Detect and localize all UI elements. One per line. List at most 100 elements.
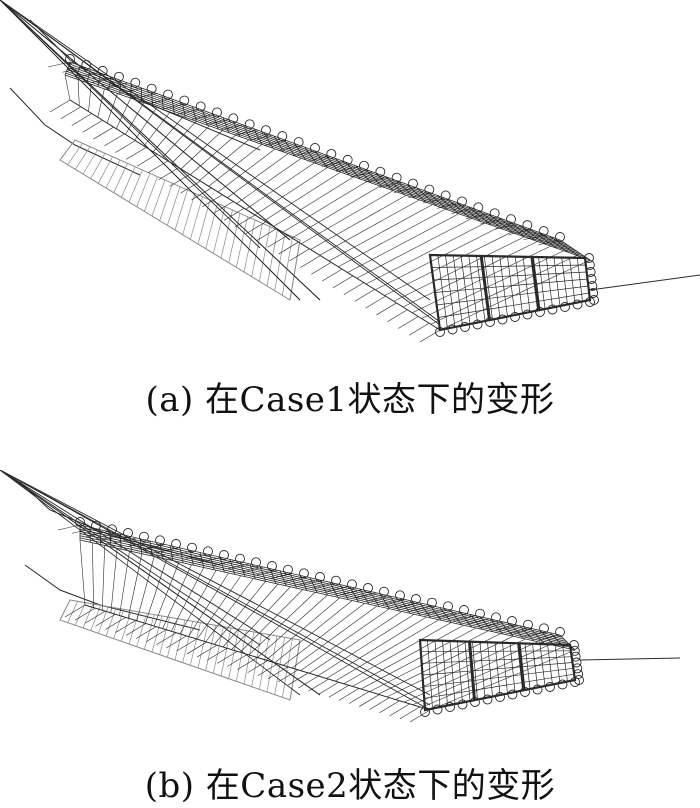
web-mesh-line [395,638,526,700]
load-arrow [328,685,349,698]
web-mesh-line [88,84,92,112]
load-arrow [158,167,179,180]
web-mesh-line [347,213,459,273]
support-strut [0,0,321,301]
lower-mesh-line [105,607,117,637]
lower-mesh-line [258,226,271,282]
lower-mesh-line [251,633,263,687]
web-mesh-line [338,208,446,268]
support-node [75,517,85,527]
web-mesh-line [240,589,303,653]
bridge-mesh-case1 [0,0,700,343]
end-section-mesh [422,662,573,676]
load-arrow [257,663,278,676]
load-arrow [292,150,316,157]
load-arrow [223,207,245,221]
end-section-mesh [424,679,576,711]
web-mesh-line [64,74,71,101]
load-arrow [245,221,267,235]
end-diaphragm [468,641,476,701]
support-node [146,83,157,94]
web-mesh-line [326,616,427,679]
web-mesh-line [227,153,289,198]
lower-mesh-line [205,203,218,249]
lower-mesh-line [212,626,224,674]
load-arrow [217,651,238,664]
caption-case1: (a) 在Case1状态下的变形 [145,380,555,420]
web-mesh-line [386,635,514,698]
load-arrow [348,691,370,704]
load-arrow [136,153,158,167]
support-node [277,131,288,142]
load-arrow [104,133,125,147]
load-arrow [267,235,288,248]
load-arrow [186,641,207,655]
load-arrow [114,537,137,544]
load-arrow [176,638,197,652]
lower-mesh-line [266,229,278,287]
web-mesh-line [360,627,477,690]
support-node [470,697,480,707]
lower-mesh-line [243,631,255,685]
lower-mesh-line [159,183,173,221]
end-section-mesh [433,271,587,281]
load-arrow [49,99,71,113]
load-arrow [398,316,419,329]
lower-mesh-line [174,189,188,231]
support-node [139,531,149,542]
load-arrow [256,228,277,241]
lower-mesh-line [197,199,211,245]
support-node [587,281,598,291]
lower-mesh-line [220,209,233,259]
load-arrow [451,208,474,214]
lower-mesh-line [98,156,113,184]
deck-longitudinal-line [65,72,586,258]
load-arrow [424,608,448,615]
load-arrow [213,560,236,566]
support-node [555,627,565,637]
web-mesh-line [412,644,551,706]
web-mesh-line [283,603,365,666]
load-arrow [298,675,319,689]
web-mesh-line [254,167,328,216]
load-arrow [76,72,99,78]
support-node [584,260,595,270]
web-mesh-line [214,581,266,645]
deck-longitudinal-line [67,69,578,252]
support-node [572,663,583,674]
web-mesh-line [245,162,315,210]
caption-case2: (b) 在Case2状态下的变形 [144,766,556,806]
load-arrow [308,678,329,692]
lower-mesh-line [59,599,71,621]
web-mesh-line [199,139,249,181]
end-diaphragm [517,643,526,691]
web-mesh-line [77,79,80,106]
load-arrow [241,566,264,573]
support-node [535,307,545,317]
load-arrow [343,282,364,295]
end-section-mesh [434,278,588,293]
lower-mesh-line [289,639,301,701]
web-mesh-line [190,134,236,175]
deck-longitudinal-line [79,531,567,642]
lower-mesh-line [128,611,140,645]
web-mesh-line [153,561,180,627]
lower-mesh-line [251,223,263,277]
support-node [342,154,353,165]
load-arrow [297,579,321,586]
end-diaphragm [479,255,491,321]
lower-mesh-line [136,613,148,647]
web-mesh-line [421,250,564,319]
load-arrow [169,174,190,187]
load-arrow [537,634,561,641]
bridge-wireframe [0,0,700,343]
web-mesh-line [170,567,205,632]
support-node [473,202,484,213]
support-node [375,166,386,177]
bridge-wireframe [0,470,681,723]
load-arrow [86,531,109,537]
web-mesh-line [264,171,341,222]
web-mesh-line [402,241,538,308]
load-arrow [177,108,200,115]
load-arrow [72,527,95,534]
